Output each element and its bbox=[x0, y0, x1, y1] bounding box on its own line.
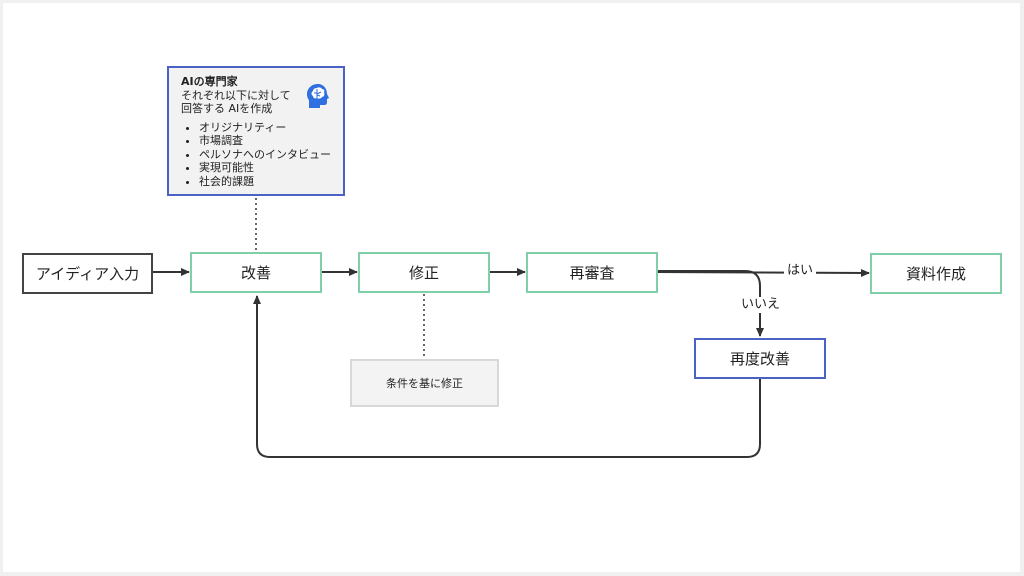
arrow-yes-to-create-docs bbox=[657, 268, 870, 277]
ai-expert-item: ペルソナへのインタビュー bbox=[199, 148, 335, 162]
node-re-review: 再審査 bbox=[526, 252, 658, 293]
ai-expert-description-1: それぞれ以下に対して bbox=[181, 88, 291, 102]
ai-expert-title: AIの専門家 bbox=[181, 75, 238, 88]
edge-label-no: いいえ bbox=[738, 297, 784, 313]
ai-expert-item: 社会的課題 bbox=[199, 175, 335, 189]
ai-expert-box: AIの専門家 それぞれ以下に対して 回答する AIを作成 オリジナリティー 市場… bbox=[167, 66, 345, 196]
node-revise: 修正 bbox=[358, 252, 490, 293]
note-revise-condition-label: 条件を基に修正 bbox=[386, 377, 463, 390]
node-improve: 改善 bbox=[190, 252, 322, 293]
node-create-docs-label: 資料作成 bbox=[905, 265, 966, 283]
node-re-review-label: 再審査 bbox=[569, 264, 615, 282]
node-improve-label: 改善 bbox=[240, 264, 271, 282]
node-create-docs: 資料作成 bbox=[870, 253, 1002, 294]
note-revise-condition: 条件を基に修正 bbox=[350, 359, 499, 407]
ai-expert-list: オリジナリティー 市場調査 ペルソナへのインタビュー 実現可能性 社会的課題 bbox=[181, 121, 335, 189]
brain-head-icon bbox=[307, 84, 329, 108]
ai-expert-item: 市場調査 bbox=[199, 134, 335, 148]
ai-expert-item: オリジナリティー bbox=[199, 121, 335, 135]
arrow-no-to-reimprove bbox=[658, 270, 764, 337]
node-re-improve: 再度改善 bbox=[694, 338, 826, 379]
node-revise-label: 修正 bbox=[408, 264, 439, 282]
ai-expert-description-2: 回答する AIを作成 bbox=[181, 102, 273, 115]
node-re-improve-label: 再度改善 bbox=[729, 350, 790, 368]
arrow-loop-back-to-improve bbox=[253, 295, 761, 458]
edge-label-yes: はい bbox=[784, 263, 817, 279]
ai-expert-item: 実現可能性 bbox=[199, 161, 335, 175]
node-idea-input-label: アイディア入力 bbox=[35, 265, 140, 283]
node-idea-input: アイディア入力 bbox=[22, 253, 153, 294]
